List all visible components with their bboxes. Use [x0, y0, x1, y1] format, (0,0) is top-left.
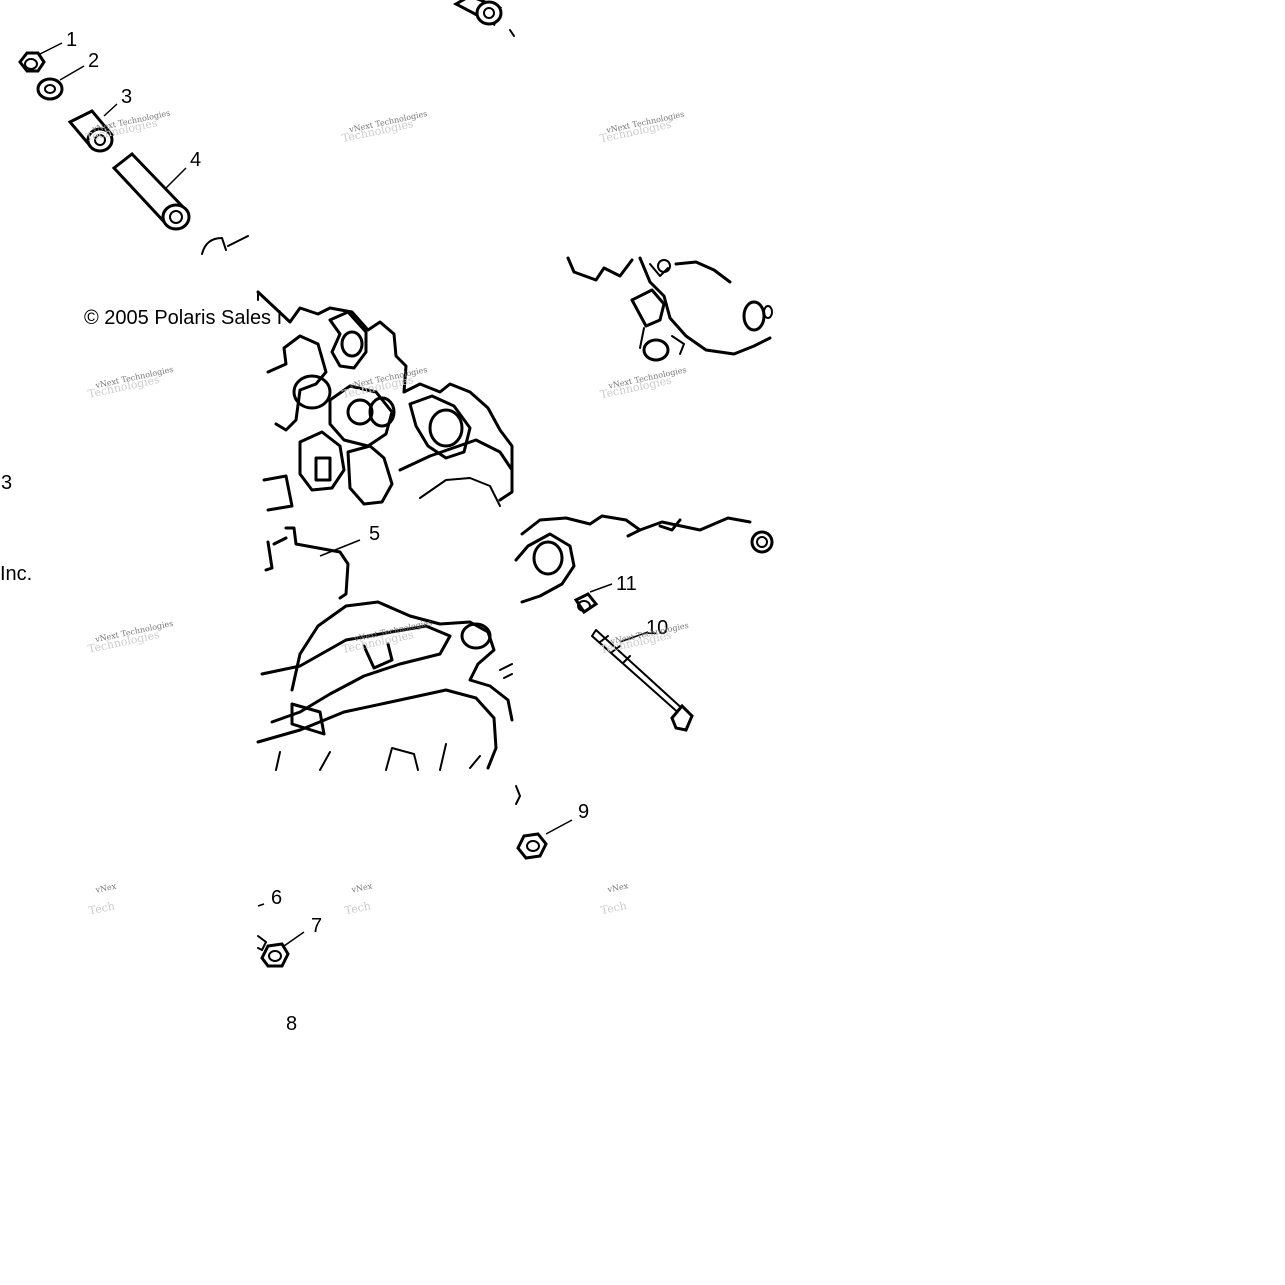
watermark: Technologies vNext Technologies: [341, 365, 428, 401]
part-10-bolt: [591, 629, 694, 732]
watermark: Technologies vNext Technologies: [599, 621, 690, 657]
watermark: Technologies vNext Technologies: [87, 365, 174, 401]
copyright-fragment: © 2005 Polaris Sales I: [84, 307, 282, 329]
svg-text:vNex: vNex: [350, 881, 374, 894]
part-3-bushing: [67, 109, 115, 153]
part-1-nut: [18, 51, 46, 73]
part-2-washer: [36, 77, 64, 101]
watermark: Technologies vNext Technologies: [341, 109, 428, 145]
callout-2: 2: [88, 50, 99, 72]
engine-right-tile: [514, 514, 774, 604]
callout-10: 10: [646, 617, 668, 639]
part-11-pin: [573, 592, 599, 615]
engine-block-tile: [256, 290, 514, 512]
part-4-sleeve: [111, 151, 191, 231]
callout-7: 7: [311, 915, 322, 937]
svg-text:Tech: Tech: [600, 899, 628, 917]
callout-3-edge: 3: [1, 472, 12, 494]
watermark: Technologies vNext Technologies: [341, 618, 433, 656]
watermark: Technologies vNext Technologies: [599, 110, 685, 146]
watermark: Tech vNex: [344, 881, 374, 917]
part-5-bracket: [284, 526, 350, 600]
partial-part-top: [452, 0, 515, 37]
watermark: Technologies vNext Technologies: [87, 619, 174, 656]
watermark: Technologies vNext Technologies: [85, 108, 171, 144]
watermark: Tech vNex: [600, 881, 630, 917]
svg-text:vNex: vNex: [606, 881, 630, 894]
callout-8: 8: [286, 1013, 297, 1035]
callout-9: 9: [578, 801, 589, 823]
svg-text:Tech: Tech: [344, 899, 372, 917]
part-7-bolt: [257, 935, 290, 968]
svg-text:Tech: Tech: [88, 899, 116, 917]
callout-6: 6: [271, 887, 282, 909]
watermark: Tech vNex: [88, 882, 118, 918]
engine-rear-tile: [566, 256, 773, 362]
callout-11: 11: [616, 573, 637, 595]
part-9-nut: [516, 832, 548, 860]
callout-1: 1: [66, 29, 77, 51]
callout-3: 3: [121, 86, 132, 108]
callout-4: 4: [190, 149, 201, 171]
copyright-fragment-inc: Inc.: [0, 563, 32, 585]
watermark: Technologies vNext Technologies: [599, 365, 687, 401]
callout-5: 5: [369, 523, 380, 545]
partial-clamp: [201, 235, 249, 255]
engine-lower-tile: 5: [256, 523, 514, 771]
svg-text:vNex: vNex: [94, 882, 118, 895]
